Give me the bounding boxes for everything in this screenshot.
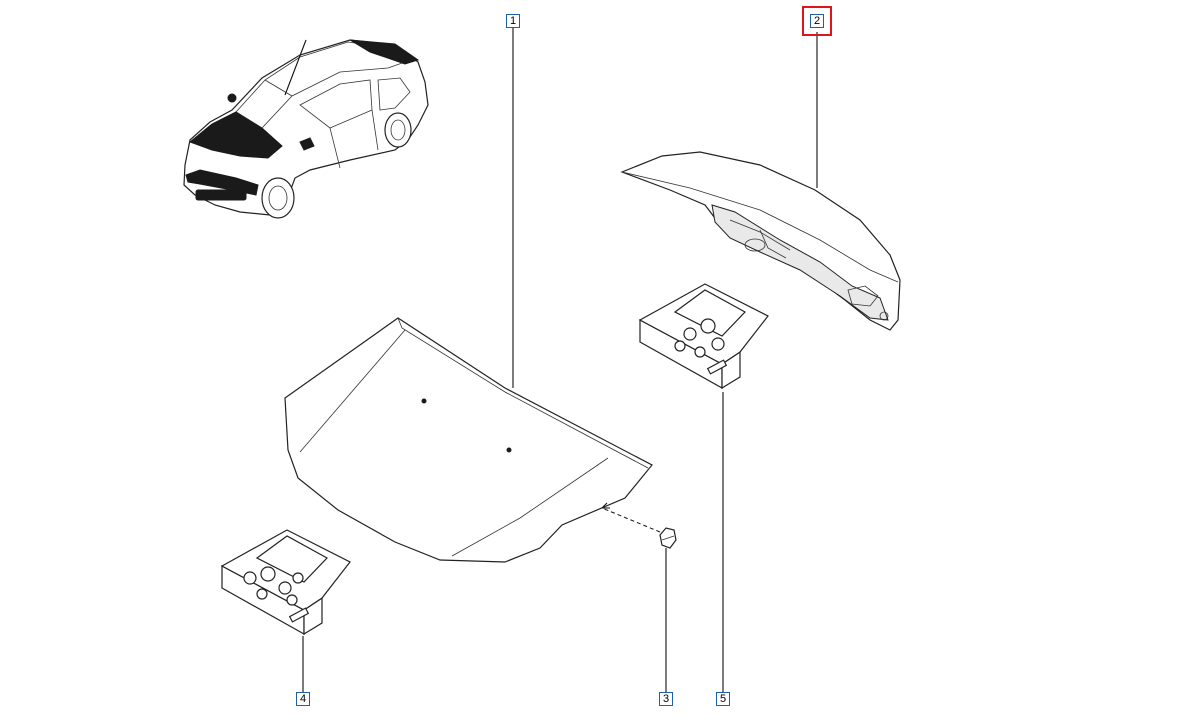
callout-5[interactable]: 5	[716, 692, 730, 706]
part-1-bonnet-drawing	[284, 317, 653, 563]
part-4-fixing-kit-drawing	[220, 529, 351, 636]
part-2-boot-lid-drawing	[620, 151, 901, 331]
car-overview-illustration	[183, 39, 429, 219]
part-3-fastener-drawing	[601, 502, 677, 549]
part-5-fixing-kit-drawing	[638, 283, 769, 390]
callout-1[interactable]: 1	[506, 14, 520, 28]
callout-4[interactable]: 4	[296, 692, 310, 706]
leader-lines	[302, 28, 818, 692]
callout-2[interactable]: 2	[802, 6, 832, 36]
callout-3[interactable]: 3	[659, 692, 673, 706]
